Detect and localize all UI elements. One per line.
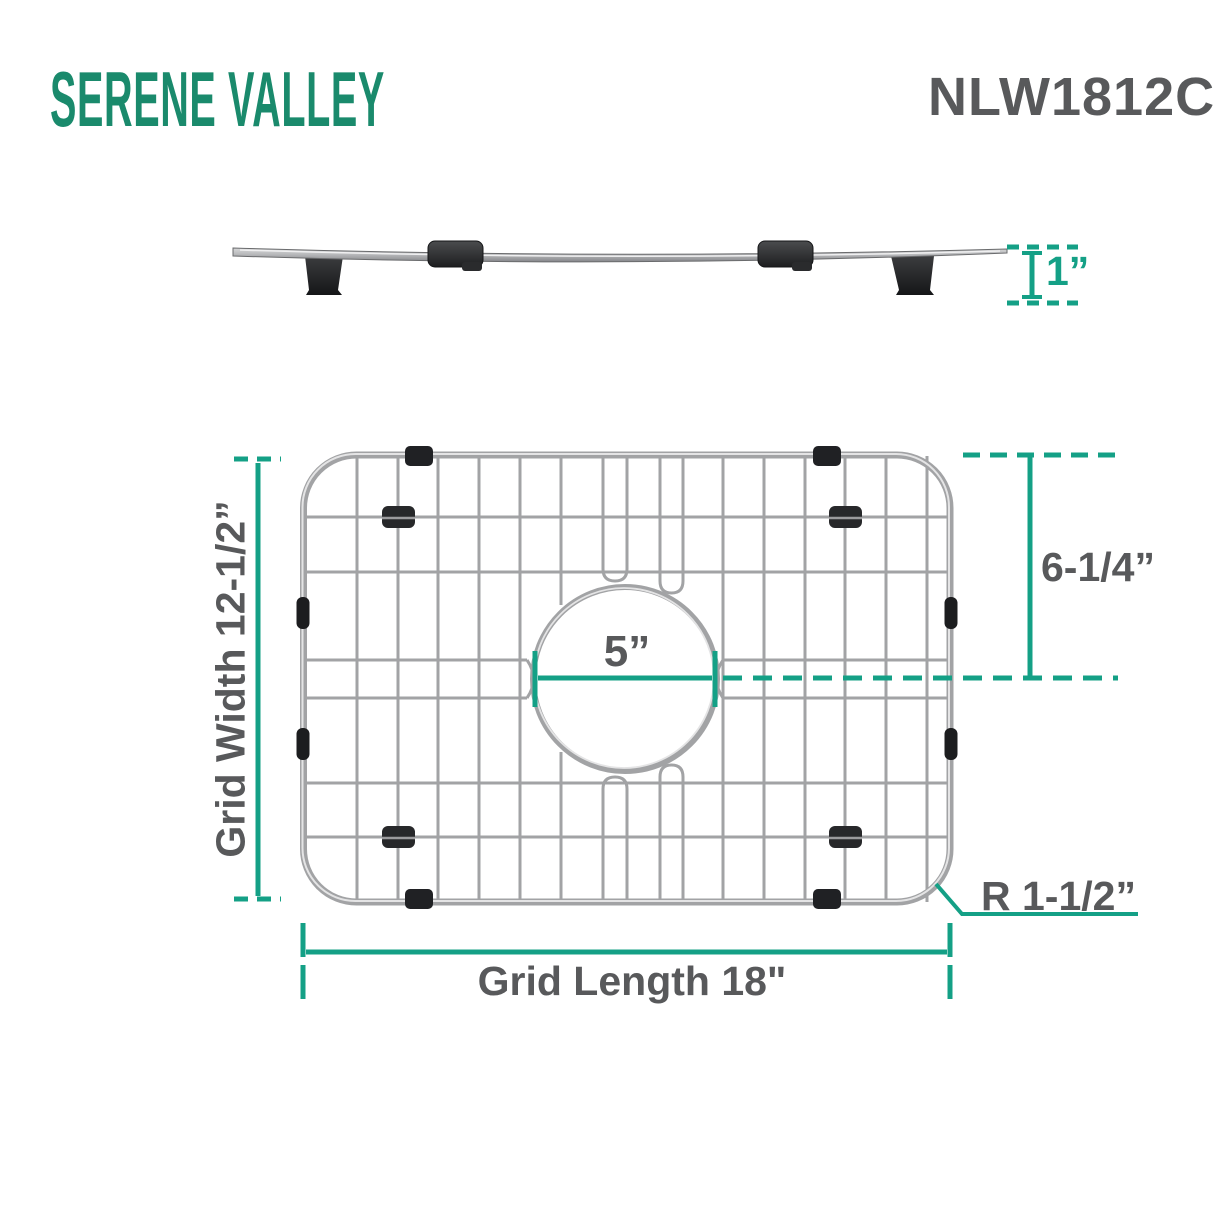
height-dimension-label: 1” — [1046, 248, 1090, 294]
edge-clip — [813, 889, 841, 909]
edge-clip — [405, 446, 433, 466]
radius-leader — [934, 882, 1138, 916]
profile-clip-left — [427, 240, 484, 268]
side-bumper — [296, 728, 310, 760]
profile-clip-left-tab — [462, 262, 482, 271]
profile-clip-right — [757, 240, 814, 268]
opening-dimension — [532, 651, 1118, 707]
side-bumper — [944, 728, 958, 760]
grid-width-label: Grid Width 12-1/2” — [207, 500, 254, 858]
profile-clip-right-tab — [792, 262, 812, 271]
grid-rubber-parts — [296, 446, 958, 909]
brand-logo: SERENE VALLEY — [50, 55, 385, 143]
offset-dimension — [963, 452, 1118, 676]
grid-length-dimension — [300, 923, 953, 999]
profile-bar — [232, 247, 1008, 263]
height-dimension — [1007, 244, 1078, 306]
side-bumper — [296, 597, 310, 629]
opening-dimension-label: 5” — [603, 627, 651, 676]
grid-width-dimension — [234, 456, 281, 902]
model-number: NLW1812C — [928, 67, 1214, 127]
offset-dimension-label: 6-1/4” — [1041, 544, 1155, 590]
side-profile-view — [232, 240, 1008, 295]
edge-clip — [405, 889, 433, 909]
interior-feet — [382, 506, 862, 848]
profile-foot-right — [891, 256, 934, 295]
profile-foot-left — [305, 256, 343, 295]
grid-length-label: Grid Length 18" — [477, 958, 787, 1004]
edge-clip — [813, 446, 841, 466]
corner-radius-label: R 1-1/2” — [981, 873, 1136, 919]
profile-bar-highlight — [239, 249, 1001, 258]
side-bumper — [944, 597, 958, 629]
